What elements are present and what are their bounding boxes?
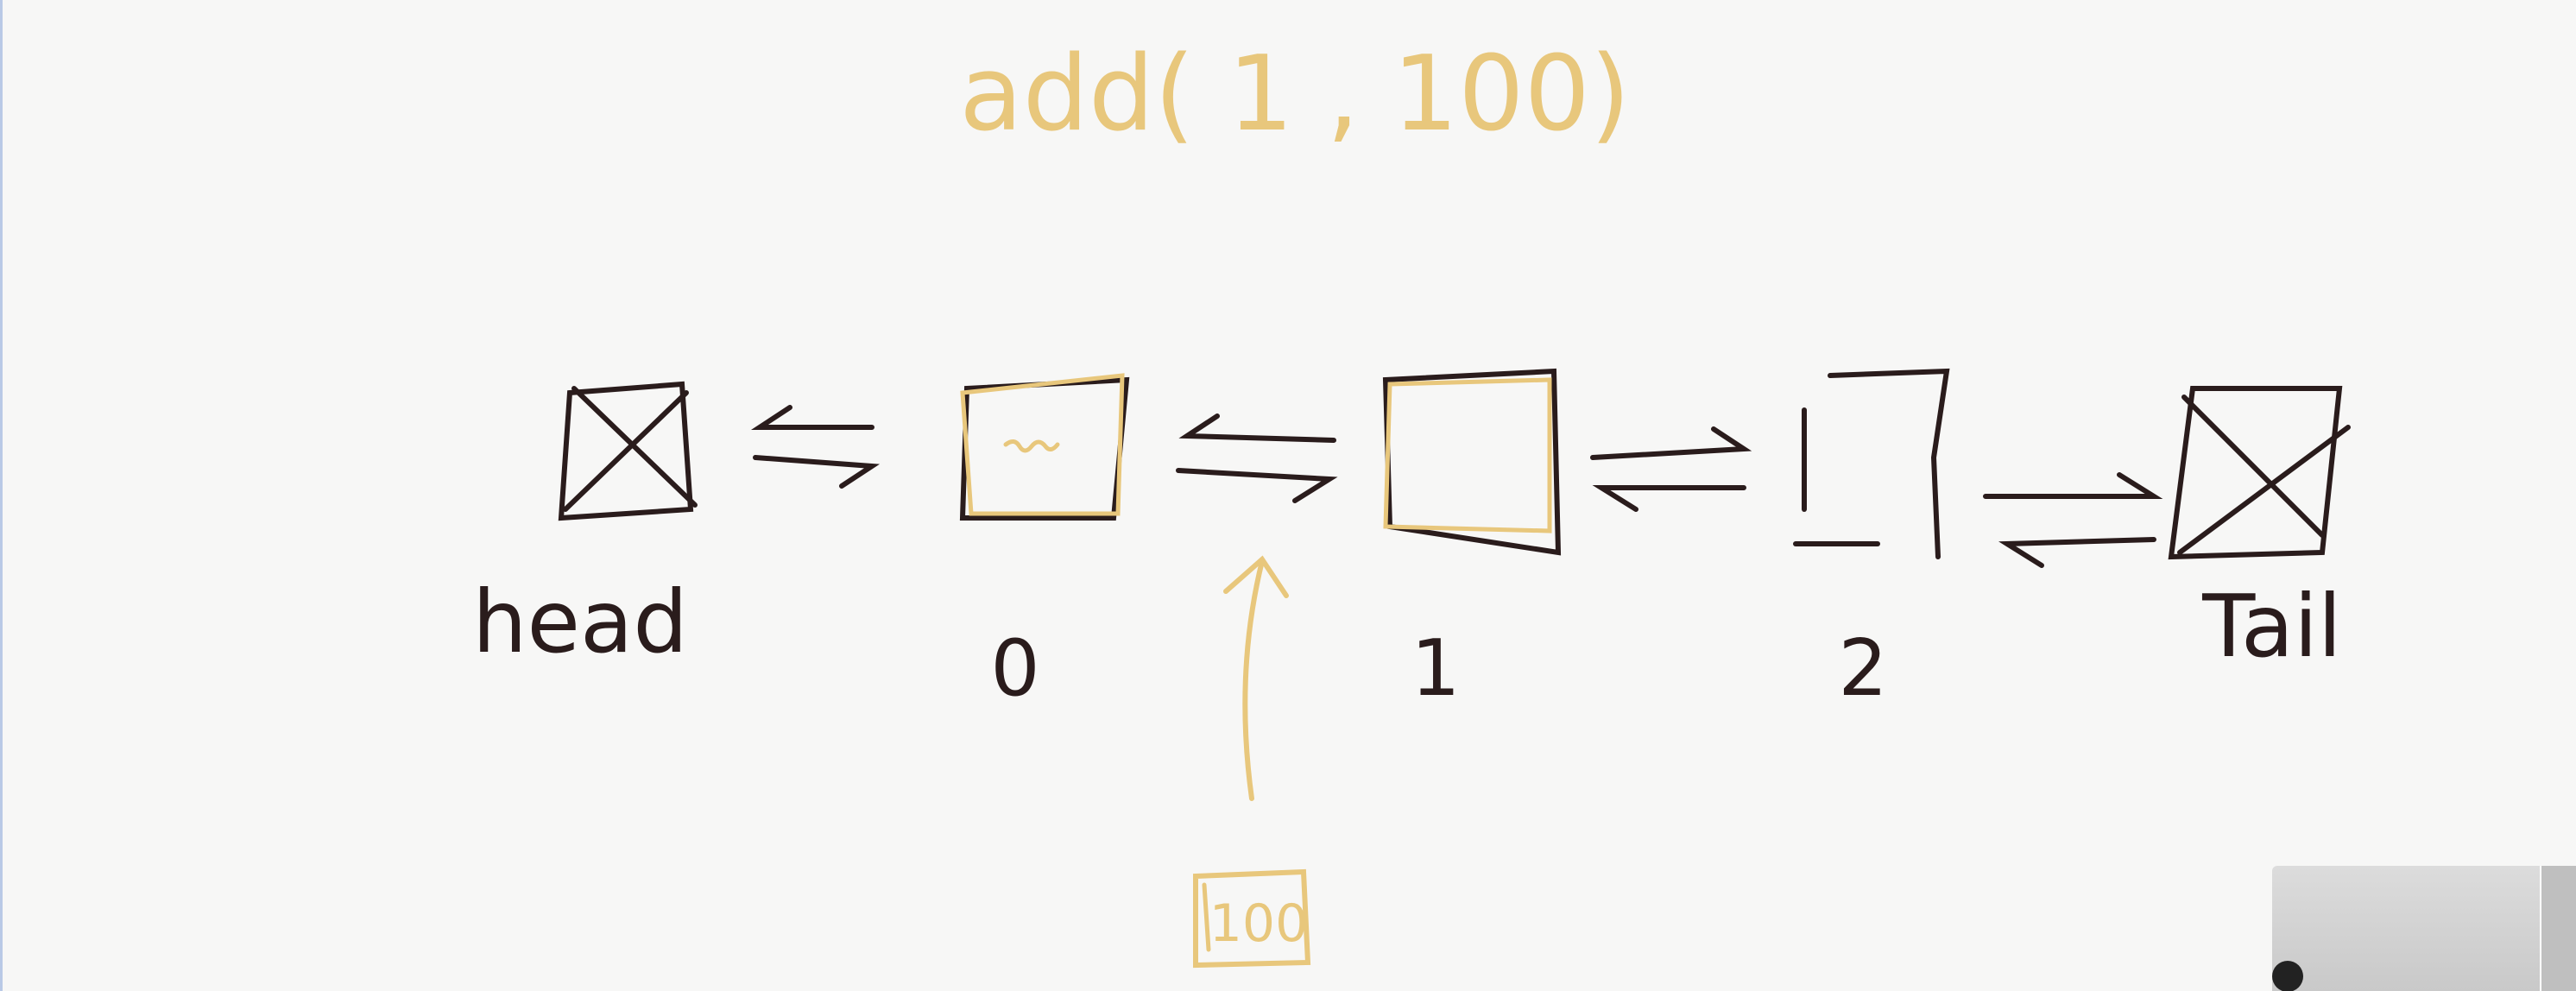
new-node-value: 100 (1209, 893, 1309, 954)
insert-arrow (1223, 555, 1289, 801)
webcam-preview (2272, 866, 2576, 991)
link-arrows-head-n0 (750, 405, 881, 489)
head-sentinel-node (558, 381, 698, 521)
head-label: head (472, 571, 688, 672)
list-node-0 (959, 373, 1130, 521)
new-node-100 (1193, 868, 1311, 969)
tail-sentinel-node (2168, 386, 2351, 560)
tail-label: Tail (2201, 576, 2341, 677)
index-label-1: 1 (1411, 623, 1460, 714)
webcam-background (2540, 866, 2576, 991)
list-node-1 (1382, 368, 1562, 556)
operation-label: add( 1 , 100) (959, 35, 1630, 155)
link-arrows-n1-n2 (1590, 426, 1752, 512)
index-label-2: 2 (1838, 623, 1887, 714)
list-node-2 (1793, 368, 1950, 559)
link-arrows-n0-n1 (1176, 413, 1338, 503)
canvas-left-border (0, 0, 3, 991)
index-label-0: 0 (990, 623, 1039, 714)
wall-clock-icon (2272, 961, 2303, 991)
link-arrows-n2-tail (1983, 472, 2163, 568)
